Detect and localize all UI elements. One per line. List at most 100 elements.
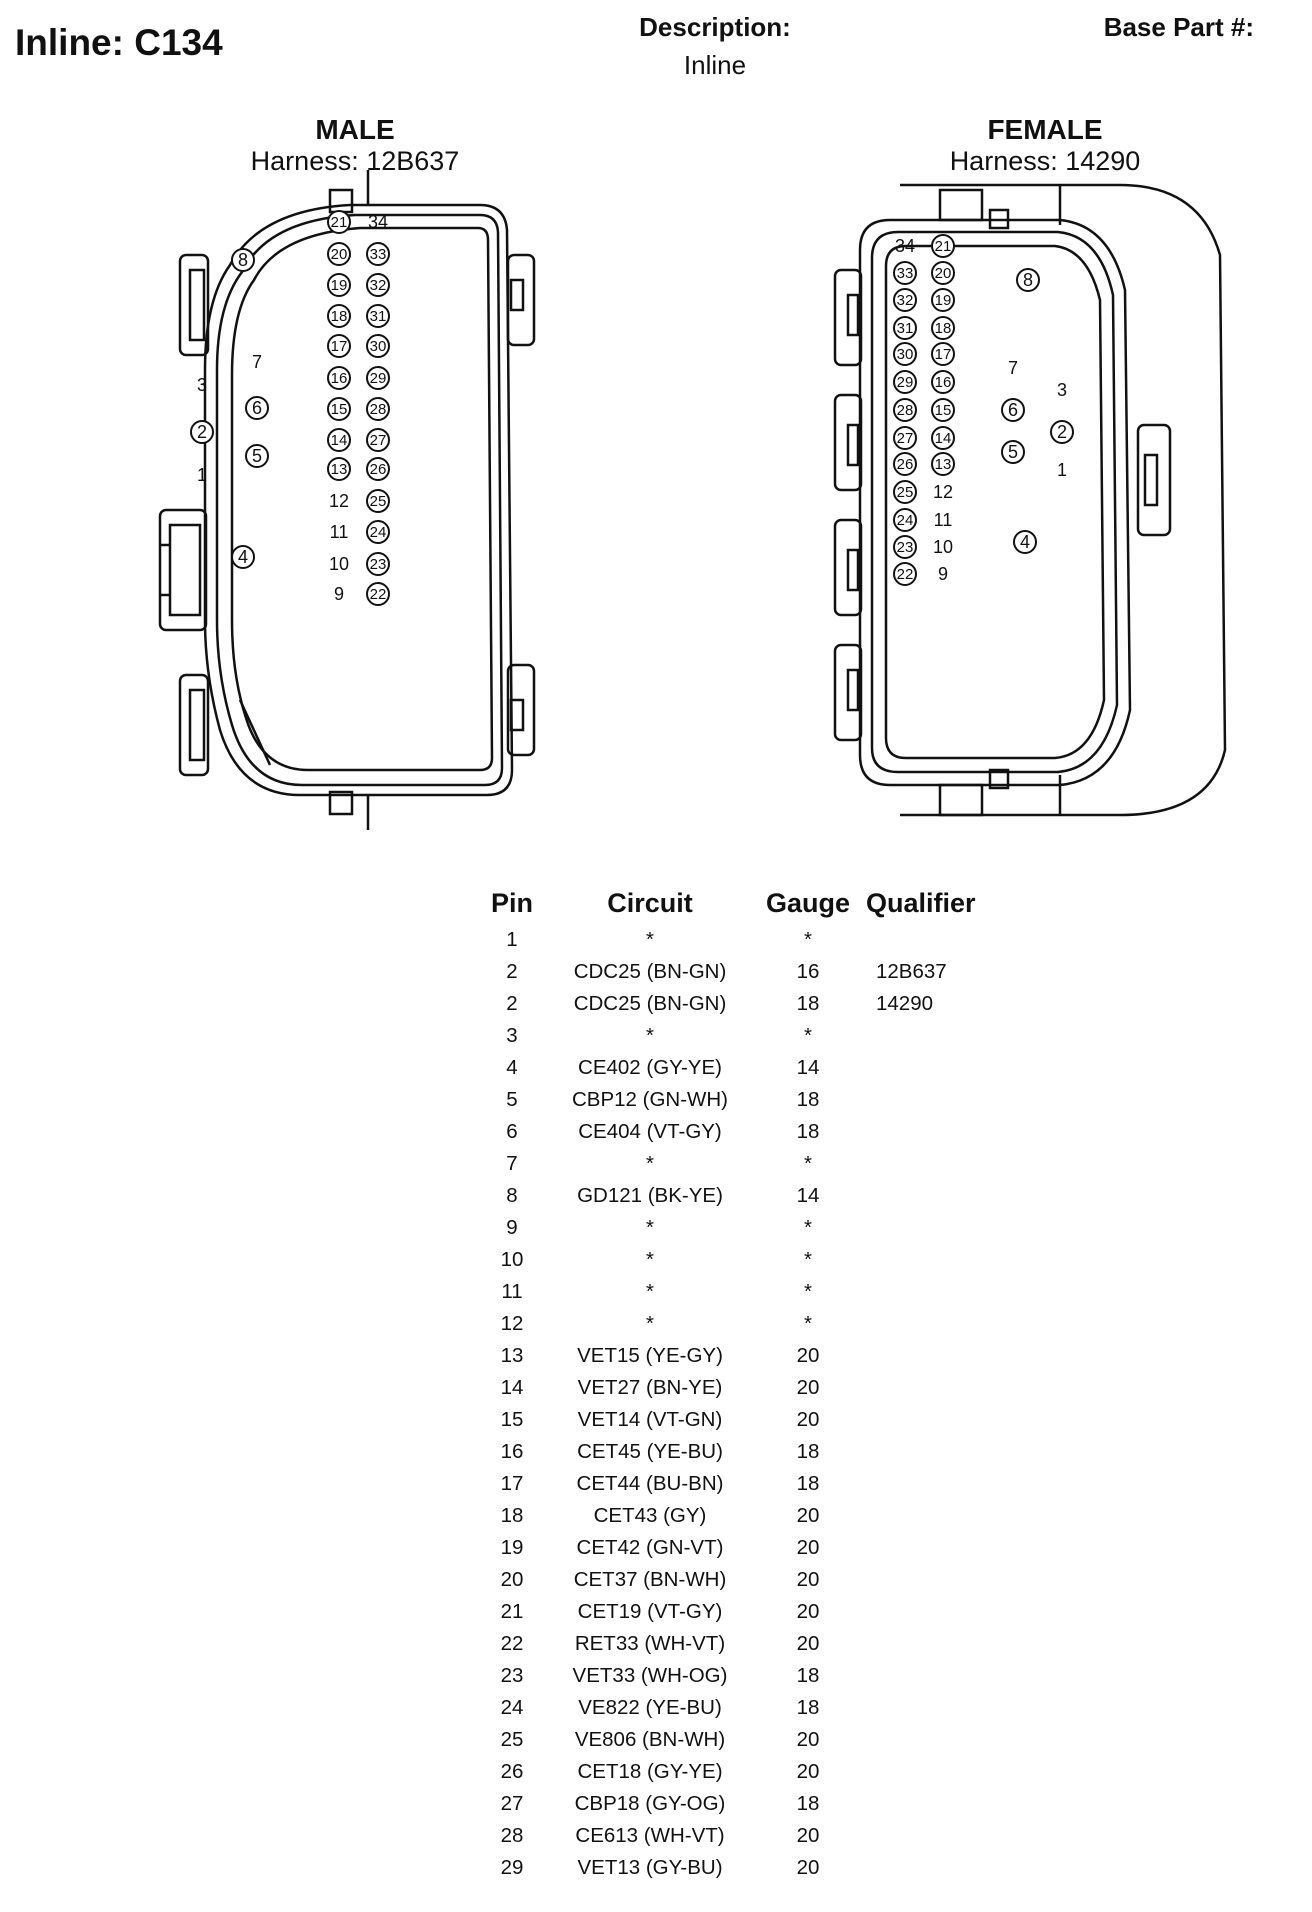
circuit-cell: * xyxy=(646,1024,654,1047)
female-left-latch-mid xyxy=(833,393,863,492)
male-housing-inner xyxy=(215,213,504,787)
pin-column-header: Pin xyxy=(490,888,533,918)
gauge-cell: 18 xyxy=(796,1120,820,1143)
gauge-cell: 20 xyxy=(796,1632,820,1655)
male-pin-27: 27 xyxy=(366,428,390,452)
pin-cell: 5 xyxy=(506,1088,518,1111)
male-pin-circle xyxy=(327,397,351,421)
male-housing-outer xyxy=(203,203,514,797)
male-pin-34: 34 xyxy=(368,212,388,232)
female-pin-label: 34 xyxy=(895,236,915,256)
gauge-cell: 18 xyxy=(796,1472,820,1495)
male-pin-label: 13 xyxy=(331,461,348,478)
table-row: 10** xyxy=(478,1244,990,1276)
qualifier-cell: 14290 xyxy=(876,992,934,1015)
female-pin-25: 25 xyxy=(893,480,917,504)
female-pin-label: 14 xyxy=(935,430,952,447)
gauge-cell: * xyxy=(804,1312,812,1335)
circuit-cell: * xyxy=(646,1152,654,1175)
male-pin-circle xyxy=(366,366,390,390)
male-connector-header: MALE Harness: 12B637 xyxy=(175,114,535,177)
pin-cell: 4 xyxy=(506,1056,518,1079)
male-pin-label: 8 xyxy=(238,250,248,270)
table-row: 7** xyxy=(478,1148,990,1180)
male-pin-label: 24 xyxy=(370,524,387,541)
circuit-cell: CET43 (GY) xyxy=(593,1504,707,1527)
female-pin-circle xyxy=(931,452,955,476)
female-pin-33: 33 xyxy=(893,261,917,285)
qualifier-cell xyxy=(862,1532,990,1564)
male-connector-face: 1234567891011121314151617181920212223242… xyxy=(158,170,536,830)
male-pin-circle xyxy=(327,428,351,452)
male-pin-32: 32 xyxy=(366,273,390,297)
male-pin-label: 4 xyxy=(238,547,248,567)
male-pin-29: 29 xyxy=(366,366,390,390)
gauge-cell: 18 xyxy=(796,1696,820,1719)
male-pin-label: 28 xyxy=(370,401,387,418)
female-pin-circle xyxy=(931,370,955,394)
circuit-cell: * xyxy=(646,928,654,951)
female-pin-circle xyxy=(1013,530,1037,554)
male-pin-1: 1 xyxy=(197,465,207,485)
male-pin-3: 3 xyxy=(197,375,207,395)
female-pin-circle xyxy=(931,316,955,340)
male-pin-circle xyxy=(327,210,351,234)
female-pin-label: 20 xyxy=(935,265,952,282)
circuit-cell: CET42 (GN-VT) xyxy=(576,1536,724,1559)
circuit-cell: CE613 (WH-VT) xyxy=(575,1824,725,1847)
female-pin-circle xyxy=(893,562,917,586)
circuit-cell: CDC25 (BN-GN) xyxy=(573,992,727,1015)
female-pin-label: 5 xyxy=(1008,442,1018,462)
gauge-cell: 18 xyxy=(796,1088,820,1111)
male-pin-label: 30 xyxy=(370,338,387,355)
male-pin-circle xyxy=(231,248,255,272)
male-pin-circle xyxy=(327,304,351,328)
male-left-latch-mid xyxy=(158,508,208,632)
male-pin-label: 33 xyxy=(370,246,387,263)
male-pin-label: 32 xyxy=(370,277,387,294)
description-value: Inline xyxy=(683,50,747,80)
qualifier-cell xyxy=(862,1724,990,1756)
qualifier-cell xyxy=(862,1820,990,1852)
female-pin-label: 7 xyxy=(1008,358,1018,378)
female-pin-circle xyxy=(893,508,917,532)
male-pin-circle xyxy=(327,273,351,297)
male-gender-label: MALE xyxy=(315,114,395,145)
table-row: 1 * * xyxy=(478,924,990,956)
qualifier-cell xyxy=(862,1116,990,1148)
pin-cell: 9 xyxy=(506,1216,518,1239)
pin-cell: 1 xyxy=(506,928,518,951)
qualifier-cell xyxy=(862,1628,990,1660)
circuit-cell: CE404 (VT-GY) xyxy=(578,1120,722,1143)
base-part-label: Base Part #: xyxy=(1103,12,1254,42)
female-pin-label: 23 xyxy=(897,539,914,556)
male-pin-label: 2 xyxy=(197,422,207,442)
female-pin-4: 4 xyxy=(1013,530,1037,554)
pin-cell: 2 xyxy=(506,992,518,1015)
qualifier-cell xyxy=(862,1340,990,1372)
qualifier-cell: 12B637 xyxy=(876,960,947,983)
female-connector-face: 1234567891011121314151617181920212223242… xyxy=(833,183,1227,817)
female-pin-24: 24 xyxy=(893,508,917,532)
male-pin-label: 3 xyxy=(197,375,207,395)
qualifier-cell xyxy=(862,1180,990,1212)
male-pin-label: 9 xyxy=(334,584,344,604)
female-pin-circle xyxy=(893,288,917,312)
circuit-cell: CET44 (BU-BN) xyxy=(576,1472,724,1495)
male-pin-9: 9 xyxy=(334,584,344,604)
male-left-latch-bottom xyxy=(178,673,210,777)
female-pin-label: 26 xyxy=(897,456,914,473)
female-pin-circle xyxy=(893,426,917,450)
gauge-cell: 20 xyxy=(796,1408,820,1431)
female-pin-label: 31 xyxy=(897,320,914,337)
gauge-cell: * xyxy=(804,928,812,951)
female-pin-7: 7 xyxy=(1008,358,1018,378)
female-left-latch-bottom xyxy=(833,643,863,742)
pin-cell: 14 xyxy=(500,1376,524,1399)
